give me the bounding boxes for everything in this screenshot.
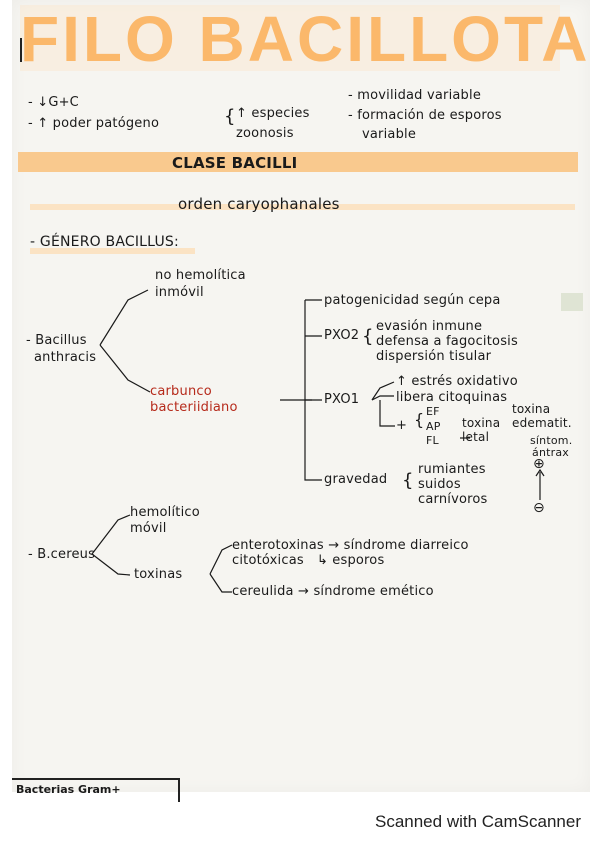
scanner-watermark: Scanned with CamScanner xyxy=(374,812,581,831)
text-cursor xyxy=(20,38,22,62)
title-glow xyxy=(20,5,560,71)
anthracis-trait-inmovil: inmóvil xyxy=(155,285,204,300)
pxo2-item-evasion: evasión inmune xyxy=(376,319,483,334)
gravedad-suidos: suidos xyxy=(418,477,461,492)
genus-heading: - GÉNERO BACILLUS: xyxy=(30,234,179,250)
note-especies: ↑ especies xyxy=(236,106,310,121)
gravedad-rumiantes: rumiantes xyxy=(418,462,486,477)
cereus-trait-hemolitico: hemolítico xyxy=(130,505,200,520)
note-esporos: - formación de esporos xyxy=(348,108,502,123)
cereus-toxin-row: citotóxicas ↳ esporos xyxy=(232,553,385,568)
cereus-name: - B.cereus xyxy=(28,547,96,562)
toxina-letal-line2: letal xyxy=(462,430,490,444)
toxin-fl: FL xyxy=(426,434,439,447)
page-title: FILO BACILLOTA xyxy=(20,3,591,75)
pxo2-brace: { xyxy=(362,326,374,347)
anthracis-trait-hemolitica: no hemolítica xyxy=(155,268,246,283)
gravedad-label: gravedad xyxy=(324,472,388,487)
toxina-edem-line1: toxina xyxy=(512,402,551,416)
toxina-edem-line2: edematit. xyxy=(512,416,572,430)
note-movilidad: - movilidad variable xyxy=(348,88,482,103)
toxin-plus: + xyxy=(396,418,408,433)
pxo2-item-dispersion: dispersión tisular xyxy=(376,349,492,364)
pxo2-label: PXO2 xyxy=(324,328,360,343)
order-underline xyxy=(30,204,575,210)
anthracis-name-line2: anthracis xyxy=(34,350,97,365)
scale-minus-icon: ⊖ xyxy=(533,500,545,516)
scale-plus-icon: ⊕ xyxy=(533,456,545,472)
cereus-toxin-row: cereulida → síndrome emético xyxy=(232,584,434,599)
sintomas-line2: ántrax xyxy=(532,446,569,459)
disease-line1: carbunco xyxy=(150,384,212,399)
gravedad-carnivoros: carnívoros xyxy=(418,492,488,507)
toxin-ap: AP xyxy=(426,420,441,433)
toxin-ef: EF xyxy=(426,405,440,418)
sintomas-line1: síntom. xyxy=(530,434,573,447)
pxo2-item-fagocitosis: defensa a fagocitosis xyxy=(376,334,518,349)
toxin-brace: { xyxy=(414,410,425,429)
next-section-box xyxy=(12,778,180,802)
class-highlight-bar xyxy=(18,152,578,172)
genus-underline xyxy=(30,248,195,254)
cereus-toxinas-label: toxinas xyxy=(134,567,183,582)
notebook-page xyxy=(12,0,590,792)
gravedad-brace: { xyxy=(402,470,414,491)
pxo1-item-citoquinas: libera citoquinas xyxy=(396,390,508,405)
anthracis-name-line1: - Bacillus xyxy=(26,333,87,348)
note-poder: - ↑ poder patógeno xyxy=(28,116,160,131)
paper-stain xyxy=(561,293,583,311)
patogenicidad-branch: patogenicidad según cepa xyxy=(324,293,501,308)
cereus-trait-movil: móvil xyxy=(130,521,167,536)
cereus-toxin-row: enterotoxinas → síndrome diarreico xyxy=(232,538,469,553)
note-variable: variable xyxy=(362,127,417,142)
order-heading: orden caryophanales xyxy=(178,195,340,213)
toxina-letal-line1: toxina xyxy=(462,416,501,430)
note-zoonosis: zoonosis xyxy=(236,126,294,141)
note-gc: - ↓G+C xyxy=(28,95,79,110)
disease-line2: bacteriidiano xyxy=(150,400,238,415)
pxo1-item-estres: ↑ estrés oxidativo xyxy=(396,374,518,389)
next-section-heading: Bacterias Gram+ xyxy=(16,783,121,796)
class-heading: CLASE BACILLI xyxy=(172,154,298,172)
brace-symbol: { xyxy=(224,106,236,127)
pxo1-label: PXO1 xyxy=(324,392,360,407)
